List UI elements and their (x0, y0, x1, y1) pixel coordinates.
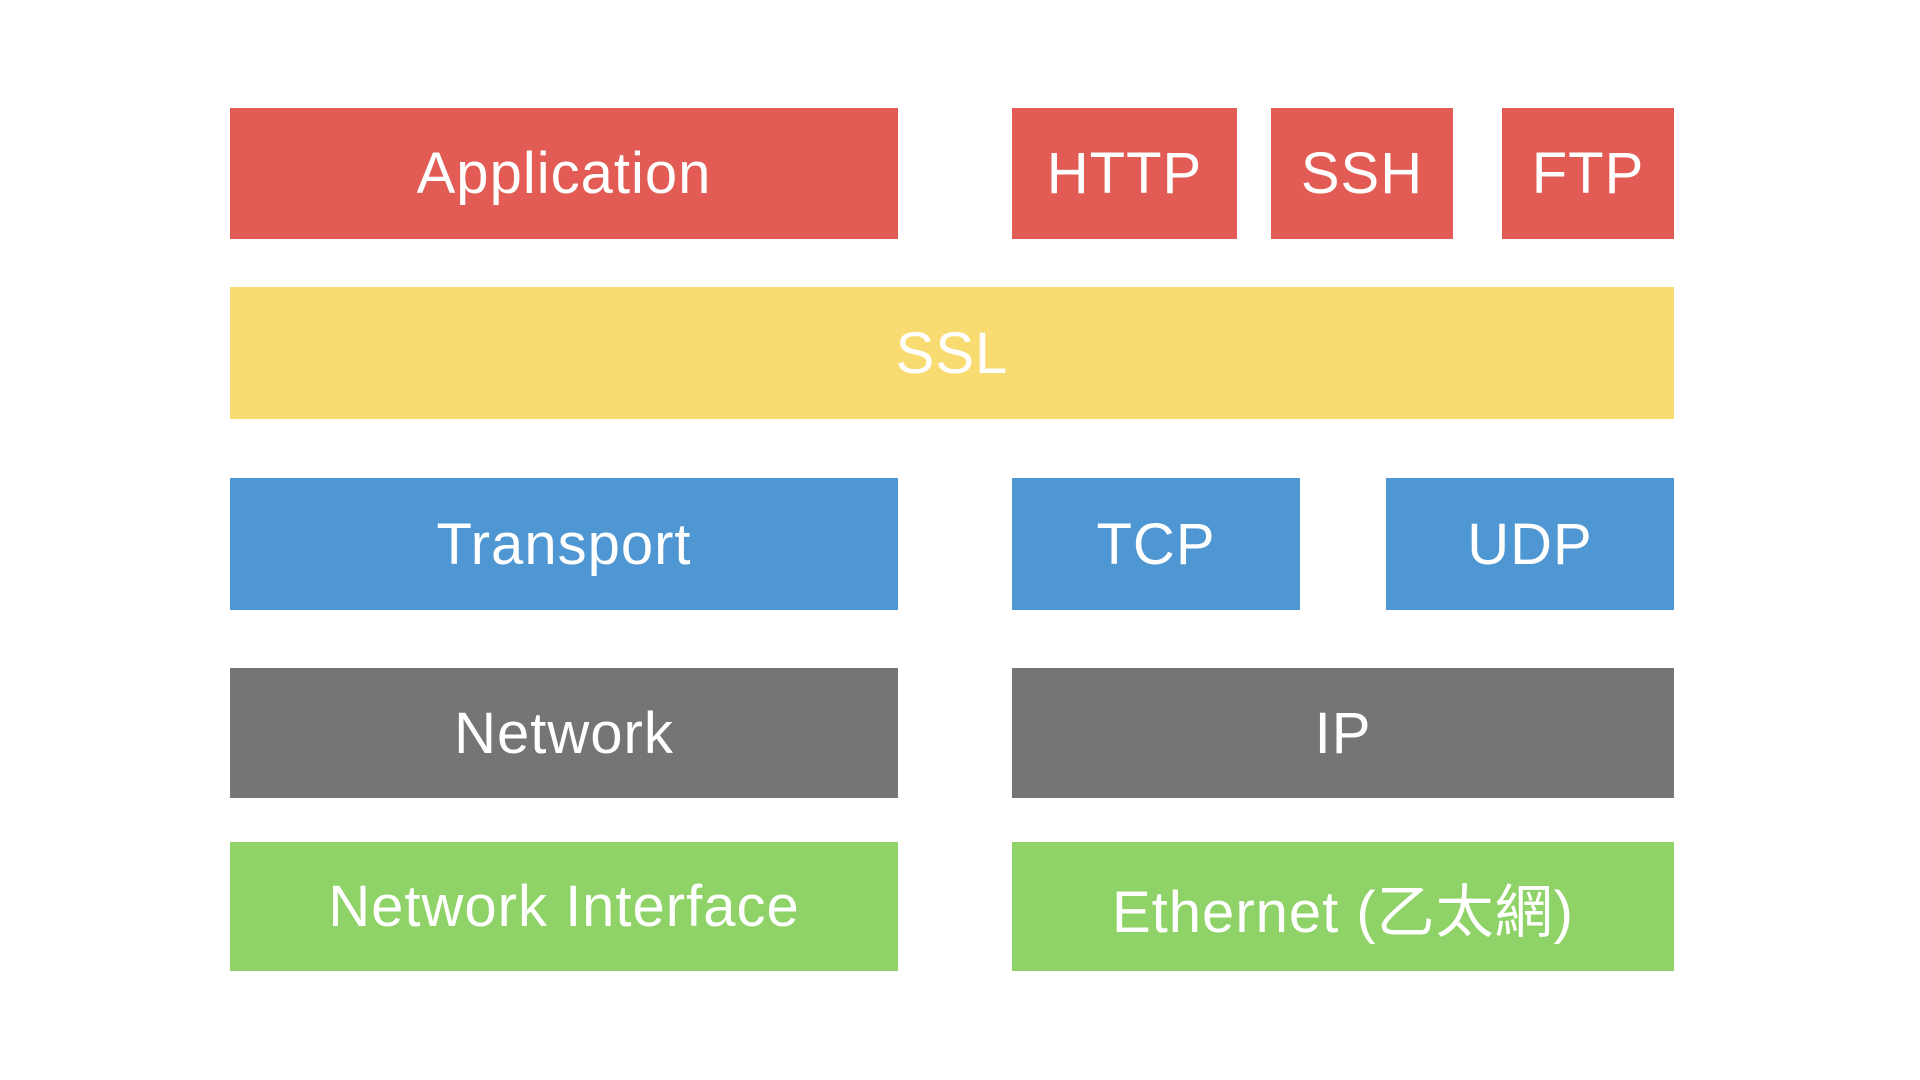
layer-box-network: Network (230, 668, 898, 798)
protocol-box-ftp: FTP (1502, 108, 1674, 239)
protocol-box-ip: IP (1012, 668, 1674, 798)
protocol-box-tcp: TCP (1012, 478, 1300, 610)
layer-box-application: Application (230, 108, 898, 239)
layer-box-ssl: SSL (230, 287, 1674, 419)
protocol-box-ssh: SSH (1271, 108, 1453, 239)
protocol-box-udp: UDP (1386, 478, 1674, 610)
protocol-box-http: HTTP (1012, 108, 1237, 239)
protocol-box-ethernet: Ethernet (乙太網) (1012, 842, 1674, 971)
layer-box-network-interface: Network Interface (230, 842, 898, 971)
layer-box-transport: Transport (230, 478, 898, 610)
